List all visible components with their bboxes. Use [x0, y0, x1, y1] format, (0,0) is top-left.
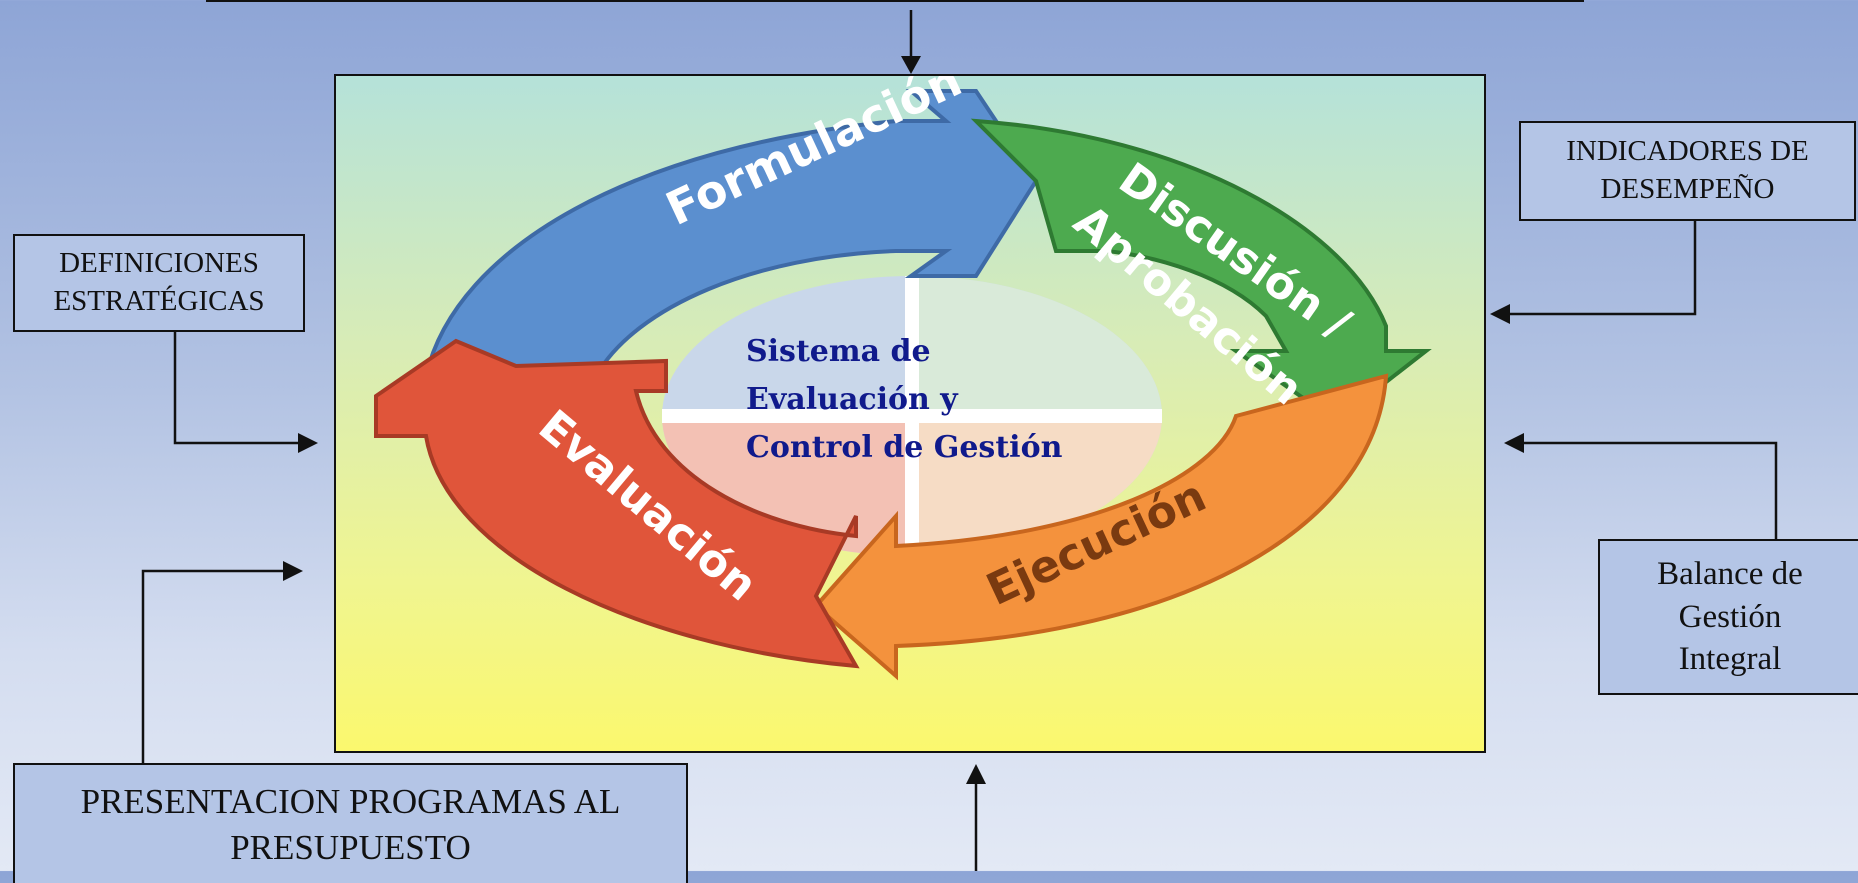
stage-discusion	[970, 118, 1432, 424]
presentacion-programas-box: PRESENTACION PROGRAMAS AL PRESUPUESTO	[13, 763, 688, 883]
center-label-line-2: Evaluación y	[746, 382, 958, 417]
center-label-line-1: Sistema de	[746, 334, 931, 369]
top-box	[206, 0, 1584, 2]
indicadores-arrow	[1505, 221, 1697, 316]
presentacion-arrow	[141, 569, 287, 763]
indicadores-desempeno-box: INDICADORES DE DESEMPEÑO	[1519, 121, 1856, 221]
cycle-diagram: Formulación Discusión / Aprobación Ejecu…	[374, 76, 1432, 681]
definiciones-arrow	[173, 332, 305, 445]
balance-arrow	[1520, 441, 1778, 539]
definiciones-estrategicas-box: DEFINICIONES ESTRATÉGICAS	[13, 234, 305, 332]
top-arrowhead	[901, 56, 921, 74]
cycle-panel: Formulación Discusión / Aprobación Ejecu…	[334, 74, 1486, 753]
balance-gestion-box: Balance de Gestión Integral	[1598, 539, 1858, 695]
center-label-line-3: Control de Gestión	[746, 430, 1063, 465]
stage-evaluacion	[374, 338, 860, 669]
center-label: Sistema de Evaluación y Control de Gesti…	[746, 328, 1062, 472]
stage-ejecucion	[813, 373, 1389, 681]
inner-quadrants	[662, 276, 1162, 556]
stage-formulacion	[423, 89, 1039, 378]
